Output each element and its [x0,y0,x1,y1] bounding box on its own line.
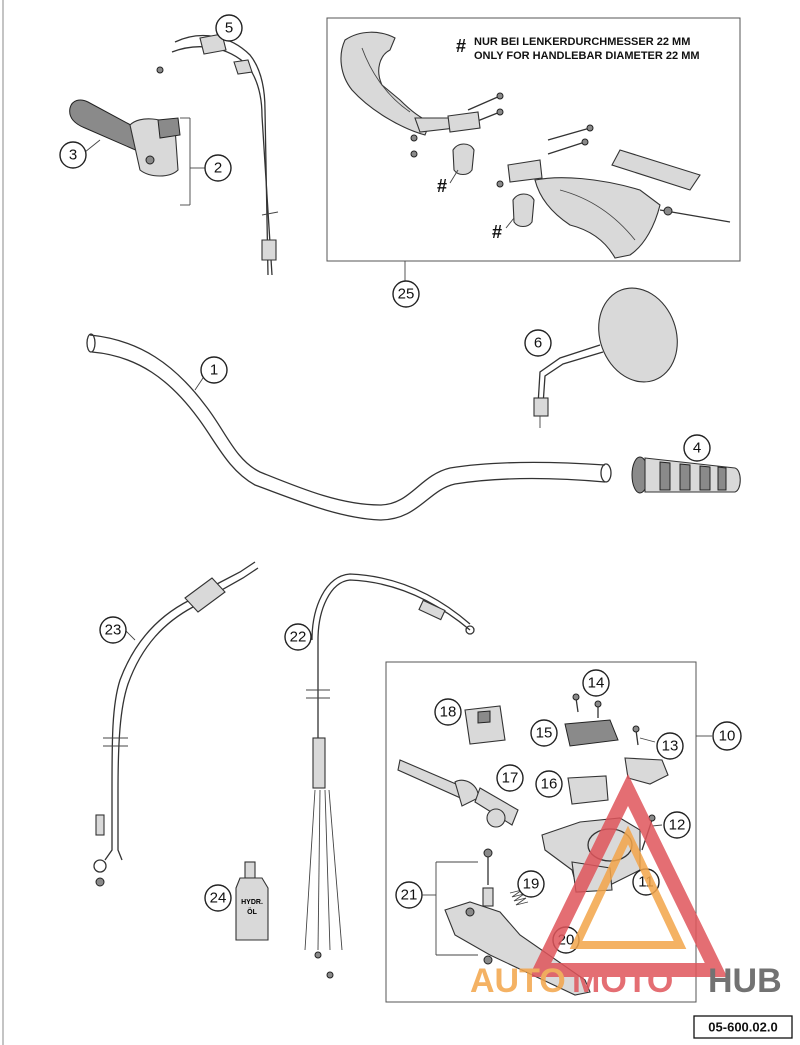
right-handguard-bolts [496,124,594,188]
note-hash: # [456,36,466,56]
leader-23 [124,629,136,641]
callout-17: 17 [496,764,524,792]
note-line-de: NUR BEI LENKERDURCHMESSER 22 MM [474,36,690,48]
handguard-group-box [326,17,741,262]
svg-text:17: 17 [502,770,519,787]
left-clamp-22mm: # [437,143,475,196]
leader-13 [639,737,656,743]
master-cylinder-group-box [385,661,697,1003]
svg-text:4: 4 [693,440,701,457]
callout-19: 19 [517,870,545,898]
svg-text:18: 18 [440,704,457,721]
watermark-logo: AUTO MOTO HUB [470,774,782,1000]
svg-text:6: 6 [534,335,542,352]
left-handguard-bolts [410,92,504,158]
reference-number: 05-600.02.0 [708,1020,777,1035]
svg-text:1: 1 [210,362,218,379]
svg-text:16: 16 [541,776,558,793]
callout-14: 14 [582,669,610,697]
svg-text:19: 19 [523,876,540,893]
oil-label-line1: HYDR. [241,899,263,906]
callout-24: 24 [204,884,232,912]
cable-22 [304,573,475,979]
svg-text:13: 13 [662,738,679,755]
left-grip [631,456,741,494]
callout-12: 12 [663,811,691,839]
cover-screws-14 [572,693,602,718]
callout-25: 25 [392,280,420,308]
svg-text:22: 22 [290,629,307,646]
svg-text:3: 3 [69,147,77,164]
handlebar [86,333,612,521]
svg-text:21: 21 [401,887,418,904]
callout-1: 1 [200,356,228,384]
leader-3 [84,139,101,153]
watermark-hub: HUB [708,962,782,1000]
throttle-grip [69,99,181,177]
svg-text:5: 5 [225,20,233,37]
callout-22: 22 [284,623,312,651]
pivot-bolt-21 [435,848,494,956]
svg-text:2: 2 [214,160,222,177]
hash-left-clamp: # [437,176,447,196]
callout-18: 18 [434,698,462,726]
throttle-cables [156,33,279,276]
note-line-en: ONLY FOR HANDLEBAR DIAMETER 22 MM [474,50,700,62]
mirror [533,287,678,428]
callout-2: 2 [204,154,232,182]
hydraulic-oil-bottle: HYDR. ÖL [235,861,269,941]
svg-text:10: 10 [719,728,736,745]
reservoir-cover-15 [564,719,619,747]
bellows-18 [464,705,506,745]
callout-16: 16 [535,770,563,798]
callout-4: 4 [683,434,711,462]
clutch-cable-hydraulic [93,561,259,887]
svg-text:12: 12 [669,817,686,834]
oil-label-line2: ÖL [247,907,257,916]
right-clamp-22mm: # [492,193,535,242]
reference-box [693,1015,793,1039]
right-handguard [534,149,731,259]
leader-12 [651,824,663,827]
callout-13: 13 [656,732,684,760]
callout-23: 23 [99,616,127,644]
screw-13 [632,725,640,746]
left-handguard [340,31,456,136]
watermark-moto: MOTO [572,962,673,1000]
diaphragm-16 [567,775,609,805]
hash-right-clamp: # [492,222,502,242]
piston-17 [397,759,519,828]
watermark-auto: AUTO [470,962,566,1000]
svg-text:24: 24 [210,890,227,907]
callout-21: 21 [395,881,423,909]
svg-text:15: 15 [536,725,553,742]
callout-3: 3 [59,141,87,169]
svg-text:25: 25 [398,286,415,303]
callout-6: 6 [524,329,552,357]
callout-15: 15 [530,719,558,747]
lever-pivot-piece [624,757,669,785]
svg-text:23: 23 [105,622,122,639]
svg-text:14: 14 [588,675,605,692]
callout-10: 10 [712,721,742,751]
callout-5: 5 [215,14,243,42]
